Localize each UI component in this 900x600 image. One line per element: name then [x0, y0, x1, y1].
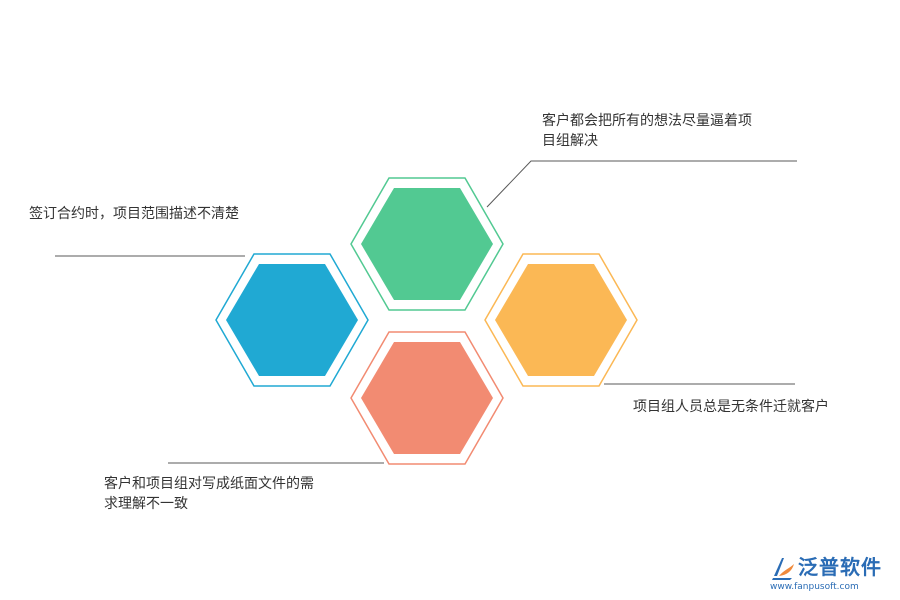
- hexagon-orange: [484, 253, 638, 387]
- hexagon-orange-fill: [495, 264, 627, 376]
- hexagon-red: [350, 331, 504, 465]
- hexagon-blue-fill: [226, 264, 358, 376]
- connector-line-green: [486, 160, 797, 208]
- label-green: 客户都会把所有的想法尽量逼着项 目组解决: [542, 113, 752, 149]
- label-red: 客户和项目组对写成纸面文件的需 求理解不一致: [104, 476, 314, 512]
- logo-mark-icon: [772, 558, 794, 580]
- label-orange: 项目组人员总是无条件迁就客户: [633, 399, 829, 415]
- label-blue: 签订合约时，项目范围描述不清楚: [29, 206, 239, 222]
- hexagon-blue: [215, 253, 369, 387]
- hexagon-green-fill: [361, 188, 493, 300]
- logo-text: 泛普软件: [798, 555, 882, 579]
- logo-url: www.fanpusoft.com: [770, 582, 859, 592]
- hexagon-red-fill: [361, 342, 493, 454]
- brand-logo: 泛普软件 www.fanpusoft.com: [770, 554, 892, 594]
- hexagon-green: [350, 177, 504, 311]
